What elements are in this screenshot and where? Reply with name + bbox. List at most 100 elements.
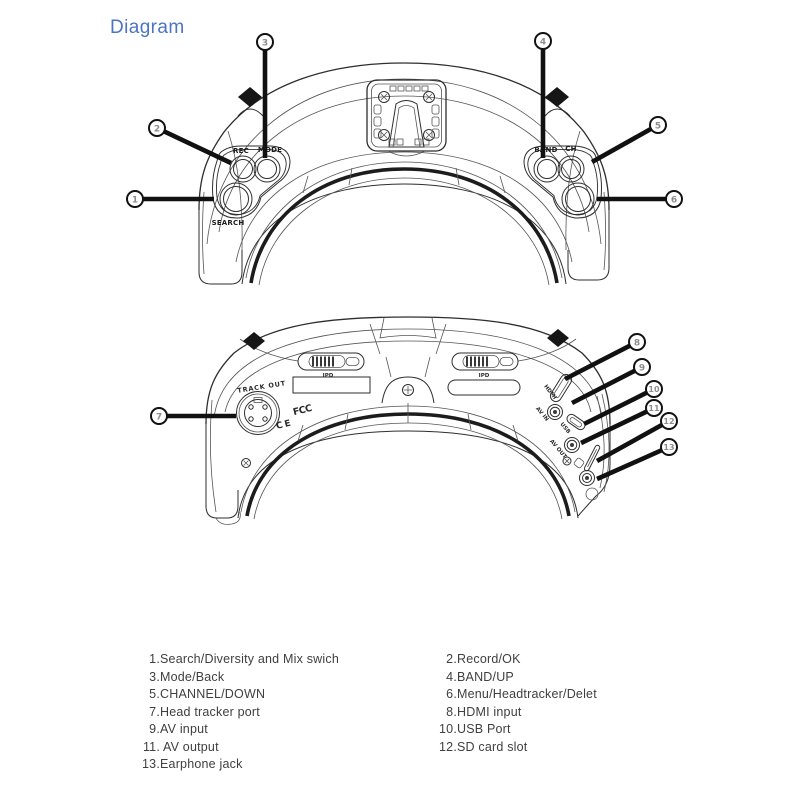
bottom-seam [209,399,217,513]
bottom-face-opening [237,430,579,519]
callout-1: 1 [126,190,214,208]
battery-bay-plate [292,376,371,394]
eyecup-pill [447,379,521,396]
top-view-drawing: REC MODE SEARCH BAND CH 1 2 3 4 5 [126,32,683,286]
callout-10-line [582,390,648,427]
strap-slot [379,317,437,339]
callout-13-number: 13 [663,443,674,452]
antenna-bump-right [544,108,571,117]
callout-8: 8 [563,333,646,382]
av-out-jack [564,437,580,453]
callout-6: 6 [597,190,683,208]
plate-vents [373,85,440,146]
ipd-label-left: IPD [323,373,334,379]
legend-item-1: 1.Search/Diversity and Mix swich [149,652,339,666]
page-title: Diagram [110,17,185,38]
strap-anchor [585,487,599,501]
top-tick-marks [302,167,506,194]
top-foam-edge [249,167,559,284]
center-screw [402,384,414,396]
callout-11-number: 11 [648,404,660,413]
callout-11-line [580,409,648,446]
ch-label: CH [565,145,576,153]
bottom-outer-shell [205,316,611,425]
antenna-mount-left [238,87,262,107]
callout-6-marker [665,190,683,208]
callout-1-marker [126,190,144,208]
reset-recess [573,457,585,469]
callout-1-number: 1 [132,196,138,206]
callout-13-line [596,448,663,482]
bottom-band-arc [224,340,592,413]
right-screw [562,456,572,466]
bottom-band-arc [253,422,563,520]
callout-4-marker [534,32,552,50]
av-in-jack [547,404,563,420]
callout-9: 9 [570,358,651,406]
callout-12-marker [660,412,678,430]
callout-2-marker [148,119,166,137]
legend-item-11: 11. AV output [142,739,219,754]
ipd-label-right: IPD [479,373,490,379]
usb-label: USB [558,422,571,436]
callout-9-marker [633,358,651,376]
top-face-opening [241,183,567,285]
strap-mount-plate [366,79,447,157]
top-band-arc [245,161,563,279]
callout-7: 7 [150,407,236,425]
callout-10-number: 10 [648,385,660,394]
bottom-band-arc [213,328,603,419]
ipd-slider-right [451,352,519,371]
plate-duct-inner [392,105,421,148]
callout-12-line [595,422,664,464]
plate-duct [388,100,425,148]
bottom-view-drawing: IPD IPD TRACK OUT CE FCC HDMI [150,316,678,525]
callout-5: 5 [590,116,667,165]
legend-item-9: 9.AV input [149,722,208,736]
callout-4-number: 4 [540,38,546,48]
callout-11: 11 [580,399,663,446]
bottom-foot [215,511,241,525]
callout-5-number: 5 [655,122,661,132]
top-band-arc [218,95,590,233]
callout-3-marker [256,33,274,51]
bottom-foam-edge [245,412,571,517]
left-screw [241,458,251,468]
center-peak [381,376,435,404]
callout-10: 10 [582,380,663,427]
center-seams [385,356,431,423]
callout-9-line [570,368,636,406]
callout-2-number: 2 [154,125,160,135]
bottom-seam [239,338,577,362]
callout-13-marker [660,438,678,456]
bottom-left-endcap [205,420,239,519]
callout-8-marker [628,333,646,351]
callout-4: 4 [534,32,552,158]
band-label: BAND [534,146,557,154]
callout-7-marker [150,407,168,425]
legend-item-4: 4.BAND/UP [446,669,514,684]
earphone-jack [579,470,595,486]
top-outer-shell [198,62,610,211]
legend-item-7: 7.Head tracker port [149,704,260,719]
right-button-cluster [524,146,602,218]
plate-screw [378,91,435,141]
callout-5-marker [649,116,667,134]
ipd-slider-left [297,352,365,371]
top-right-endcap [567,205,610,281]
av-in-label: AV IN [534,406,550,423]
legend-right-column: 2.Record/OK 4.BAND/UP 6.Menu/Headtracker… [431,651,597,756]
head-tracker-port [236,391,280,435]
fcc-mark: FCC [292,403,314,418]
antenna-mount-right [545,87,569,107]
callout-8-line [563,343,631,382]
legend-left-column: 1.Search/Diversity and Mix swich 3.Mode/… [134,651,339,774]
callout-3: 3 [256,33,274,158]
callout-9-number: 9 [639,364,645,374]
callout-10-marker [645,380,663,398]
callout-12: 12 [595,412,678,464]
top-seam [227,130,243,251]
top-seam [603,191,606,271]
search-label: SEARCH [212,219,245,227]
